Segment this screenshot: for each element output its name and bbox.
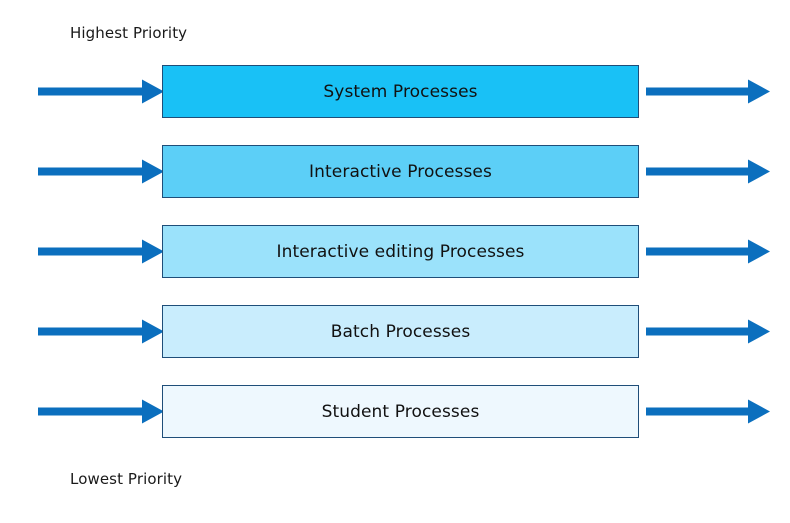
queue-row: Interactive editing Processes	[0, 225, 790, 279]
arrow-right-icon	[646, 79, 770, 104]
process-box[interactable]: System Processes	[162, 65, 639, 118]
process-box[interactable]: Interactive Processes	[162, 145, 639, 198]
arrow-right-icon	[646, 319, 770, 344]
process-box[interactable]: Interactive editing Processes	[162, 225, 639, 278]
process-box-label: System Processes	[323, 81, 478, 102]
lowest-priority-label: Lowest Priority	[70, 470, 183, 488]
queue-row: Batch Processes	[0, 305, 790, 359]
arrow-right-icon	[38, 399, 164, 424]
queue-row: System Processes	[0, 65, 790, 119]
process-box[interactable]: Student Processes	[162, 385, 639, 438]
arrow-right-icon	[646, 159, 770, 184]
arrow-right-icon	[646, 239, 770, 264]
arrow-right-icon	[38, 79, 164, 104]
process-box-label: Batch Processes	[330, 321, 471, 342]
arrow-right-icon	[38, 159, 164, 184]
process-box[interactable]: Batch Processes	[162, 305, 639, 358]
process-box-label: Student Processes	[321, 401, 480, 422]
arrow-right-icon	[38, 319, 164, 344]
queue-row: Interactive Processes	[0, 145, 790, 199]
process-box-label: Interactive editing Processes	[276, 241, 525, 262]
arrow-right-icon	[646, 399, 770, 424]
queue-row: Student Processes	[0, 385, 790, 439]
process-box-label: Interactive Processes	[309, 161, 492, 182]
highest-priority-label: Highest Priority	[70, 24, 188, 42]
arrow-right-icon	[38, 239, 164, 264]
